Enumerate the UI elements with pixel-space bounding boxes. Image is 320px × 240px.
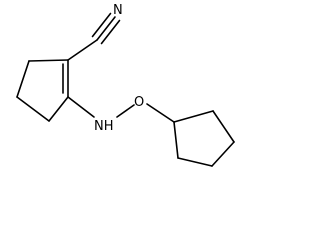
ring-bond bbox=[28, 59, 69, 62]
cyclopentene-ring bbox=[16, 59, 69, 122]
ring-bond bbox=[16, 96, 50, 122]
ring-bond bbox=[173, 121, 179, 159]
bond-nh-to-oxygen bbox=[116, 104, 135, 118]
amine-nh-label: NH bbox=[94, 119, 114, 134]
bond-to-nitrile-carbon bbox=[67, 39, 98, 61]
triple-bond-line bbox=[91, 12, 112, 38]
nitrile-group: N bbox=[67, 3, 123, 61]
aminooxy-linker: NH O bbox=[67, 95, 175, 134]
ring-bond bbox=[212, 110, 235, 143]
ring-bond bbox=[48, 96, 69, 122]
bond-ring-to-nh bbox=[67, 96, 95, 118]
ring-bond bbox=[177, 157, 213, 167]
ring-bond bbox=[211, 141, 235, 167]
oxygen-label: O bbox=[134, 95, 144, 110]
nitrile-nitrogen-label: N bbox=[113, 3, 123, 18]
ring-bond bbox=[16, 60, 30, 98]
cyclopentyl-ring bbox=[173, 110, 235, 167]
bond-oxygen-to-cyclopentyl bbox=[146, 103, 175, 123]
ring-bond bbox=[173, 110, 214, 123]
chemical-structure: N NH O bbox=[16, 3, 235, 167]
triple-bond-line bbox=[96, 16, 116, 41]
triple-bond-line bbox=[100, 19, 121, 45]
